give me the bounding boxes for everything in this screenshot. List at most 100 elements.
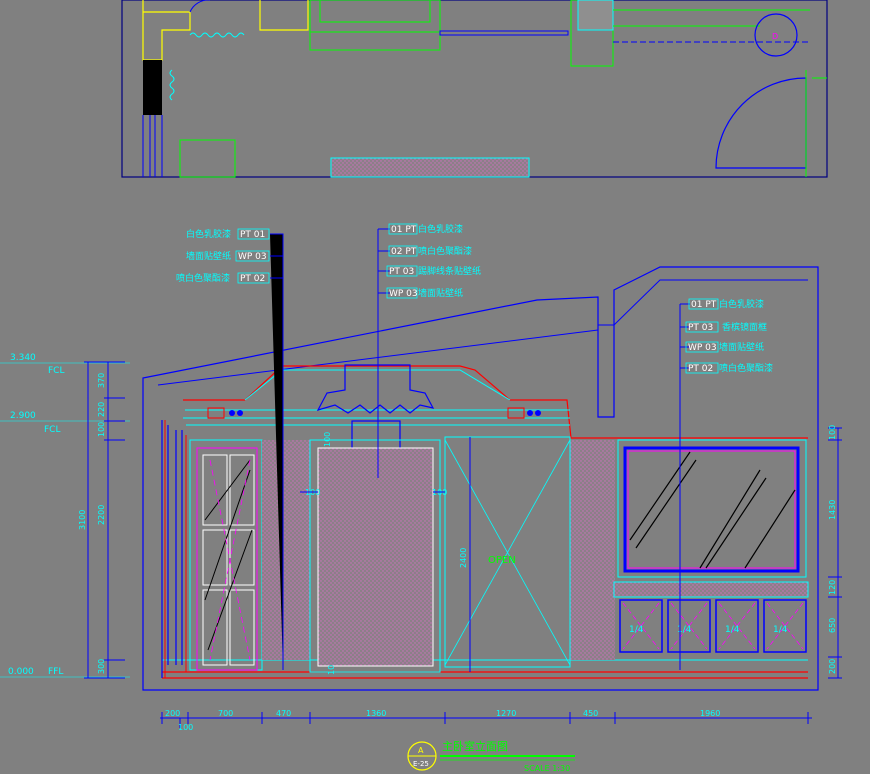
plan-door-arc-small bbox=[189, 0, 210, 13]
bottom-dim-6: 450 bbox=[583, 709, 598, 718]
left-door-magenta bbox=[209, 459, 251, 661]
right-callout-2-box bbox=[685, 321, 719, 333]
right-callout-4-text: 喷白色聚酯漆 bbox=[719, 362, 773, 374]
leader-left bbox=[270, 233, 284, 670]
dim-height-2400: 2400 bbox=[459, 548, 468, 568]
center-callout-4-box bbox=[386, 287, 418, 299]
right-dim-2: 1430 bbox=[828, 500, 837, 520]
right-callout-1-box bbox=[688, 298, 719, 310]
left-dim-seg-3: 100 bbox=[97, 422, 106, 437]
drawer-band bbox=[613, 581, 809, 598]
level-2-tag: FCL bbox=[44, 425, 60, 435]
left-wall-red bbox=[164, 420, 187, 678]
open-door-cross bbox=[444, 439, 571, 666]
left-callout-3-text: 喷白色聚酯漆 bbox=[176, 272, 230, 284]
left-callout-1-code: PT 01 bbox=[240, 230, 265, 240]
center-callout-4-text: 墙面贴壁纸 bbox=[418, 287, 463, 299]
bottom-dim-4: 1360 bbox=[366, 709, 386, 718]
dim-small-100: 100 bbox=[323, 432, 332, 447]
center-callout-3-text: 踢脚线条贴壁纸 bbox=[418, 265, 481, 277]
bottom-dim-3: 470 bbox=[276, 709, 291, 718]
open-door-frame bbox=[444, 436, 571, 668]
title-block: A E-25 主卧室立面图 SCALE 1:30 bbox=[407, 739, 575, 773]
floor-line bbox=[162, 671, 808, 679]
callouts: 白色乳胶漆 PT 01 墙面贴壁纸 WP 03 喷白色聚酯漆 PT 02 01 … bbox=[176, 223, 773, 670]
center-callout-2-code: 02 PT bbox=[391, 247, 417, 257]
plan-column bbox=[143, 60, 162, 115]
left-callout-3-box bbox=[237, 272, 270, 284]
level-1-tag: FCL bbox=[48, 366, 64, 376]
title-sheet: E-25 bbox=[413, 760, 429, 768]
right-callout-2-text: 香槟镜面框 bbox=[722, 321, 767, 333]
left-dimensions: 3100 370 220 100 2200 300 bbox=[78, 361, 125, 679]
right-callout-3-text: 墙面贴壁纸 bbox=[719, 341, 764, 353]
title-scale: SCALE 1:30 bbox=[524, 764, 570, 773]
right-callout-1-code: 01 PT bbox=[691, 300, 717, 310]
drawer-label-2: 1/4 bbox=[677, 625, 692, 635]
wallpaper-right bbox=[570, 440, 615, 660]
mirror-reflection bbox=[629, 451, 796, 569]
right-callout-3-code: WP 03 bbox=[688, 343, 717, 353]
bottom-sub-dim: 100 bbox=[178, 723, 193, 732]
mirror-inner bbox=[627, 450, 796, 569]
left-dim-lines bbox=[84, 361, 125, 679]
mirror bbox=[623, 446, 800, 573]
leader-right bbox=[679, 303, 690, 670]
plan-block-fill bbox=[577, 0, 614, 31]
drawer-label-4: 1/4 bbox=[773, 625, 788, 635]
leader-center bbox=[377, 228, 390, 478]
plan-bed-inner bbox=[319, 0, 431, 23]
center-callout-1-code: 01 PT bbox=[391, 225, 417, 235]
wallpaper-left bbox=[262, 440, 310, 660]
plan-line-top bbox=[613, 9, 810, 27]
left-callout-2-text: 墙面贴壁纸 bbox=[186, 250, 231, 262]
elevation-view: OPEN 1/4 1/4 1/4 1/4 100 100 100 10 2400 bbox=[142, 266, 819, 691]
mirror-frame bbox=[617, 439, 807, 578]
level-1-value: 3.340 bbox=[10, 353, 36, 363]
left-dim-seg-1: 370 bbox=[97, 373, 106, 388]
right-dim-lines bbox=[828, 427, 842, 679]
left-callout-1-text: 白色乳胶漆 bbox=[186, 228, 231, 240]
left-callout-1-box bbox=[237, 228, 270, 240]
left-door-frame bbox=[189, 439, 263, 671]
open-label: OPEN bbox=[488, 555, 516, 566]
plan-cabinet-top bbox=[439, 30, 569, 36]
center-callout-1-box bbox=[388, 223, 418, 235]
left-dim-seg-4: 2200 bbox=[97, 505, 106, 525]
bottom-dim-1: 200 bbox=[165, 709, 180, 718]
bottom-dim-7: 1960 bbox=[700, 709, 720, 718]
headboard-frame bbox=[309, 439, 441, 673]
left-callout-3-code: PT 02 bbox=[240, 274, 265, 284]
right-dim-4: 650 bbox=[828, 618, 837, 633]
plan-view: D bbox=[121, 0, 828, 178]
plan-door-arc-large bbox=[715, 77, 807, 169]
right-callout-4-box bbox=[685, 362, 719, 374]
plan-round-table bbox=[754, 13, 798, 57]
right-dim-1: 100 bbox=[828, 425, 837, 440]
headboard bbox=[317, 447, 434, 667]
level-2-value: 2.900 bbox=[10, 411, 36, 421]
plan-wall-lines bbox=[142, 115, 163, 177]
left-callout-2-box bbox=[235, 250, 270, 262]
plan-marker-label: D bbox=[772, 32, 778, 41]
center-callout-2-box bbox=[388, 245, 418, 257]
center-callout-3-box bbox=[386, 265, 418, 277]
drawer-label-1: 1/4 bbox=[629, 625, 644, 635]
right-dim-5: 200 bbox=[828, 659, 837, 674]
plan-bed bbox=[309, 0, 441, 51]
right-dim-3: 120 bbox=[828, 580, 837, 595]
center-callout-2-text: 喷白色聚酯漆 bbox=[418, 245, 472, 257]
level-3-tag: FFL bbox=[48, 667, 63, 677]
plan-chair bbox=[179, 139, 236, 178]
title-name: 主卧室立面图 bbox=[442, 739, 508, 753]
plan-rug bbox=[330, 157, 530, 178]
chandelier bbox=[316, 364, 435, 414]
bottom-dim-line bbox=[160, 712, 812, 728]
right-callout-2-code: PT 03 bbox=[688, 323, 713, 333]
plan-block bbox=[570, 0, 614, 67]
left-dim-outer: 3100 bbox=[78, 510, 87, 530]
left-dim-seg-2: 220 bbox=[97, 402, 106, 417]
left-dim-seg-5: 300 bbox=[97, 659, 106, 674]
bottom-dim-2: 700 bbox=[218, 709, 233, 718]
